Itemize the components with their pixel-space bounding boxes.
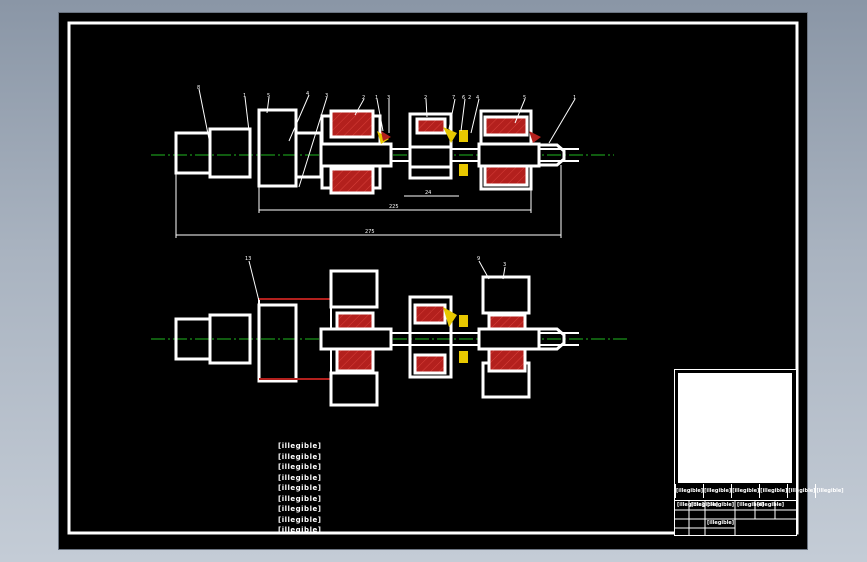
note-line: [illegible] bbox=[278, 442, 322, 450]
title-block-header: [illegible] [illegible] [illegible] [ill… bbox=[675, 484, 844, 498]
gear-right-upper bbox=[483, 115, 529, 137]
callout: 3 bbox=[387, 95, 390, 101]
dimension-label: 225 bbox=[389, 204, 399, 210]
callouts-bottom: 13 9 3 bbox=[245, 256, 506, 268]
callout: 4 bbox=[476, 95, 479, 101]
gear-left-upper bbox=[329, 109, 375, 139]
callout: 5 bbox=[267, 93, 270, 99]
header-cell: [illegible] bbox=[675, 484, 703, 498]
top-view bbox=[151, 88, 614, 238]
title-cell: [illegible] bbox=[757, 502, 785, 508]
callout: 4 bbox=[306, 91, 309, 97]
header-cell: [illegible] bbox=[731, 484, 759, 498]
callout: 1 bbox=[375, 95, 378, 101]
callout: 2 bbox=[362, 95, 365, 101]
shaft-step bbox=[208, 127, 252, 179]
title-cell: [illegible] bbox=[737, 502, 765, 508]
callout: 1 bbox=[243, 93, 246, 99]
callout: 2 bbox=[468, 95, 471, 101]
callout: 13 bbox=[245, 256, 251, 262]
technical-notes: [illegible] [illegible] [illegible] [ill… bbox=[278, 441, 488, 536]
shaft-end-right-2 bbox=[539, 327, 566, 351]
gear-left-bore bbox=[319, 142, 393, 168]
dimension-label: 24 bbox=[425, 190, 431, 196]
gear-block-left-bottom bbox=[329, 371, 379, 407]
callout: 3 bbox=[503, 262, 506, 268]
callout: 9 bbox=[477, 256, 480, 262]
title-cell: [illegible] bbox=[707, 520, 735, 526]
callout: 3 bbox=[325, 93, 328, 99]
note-line: [illegible] bbox=[278, 473, 322, 482]
callouts-top: 8 1 5 4 3 2 1 3 2 7 6 2 4 5 1 24 225 275 bbox=[197, 85, 576, 235]
note-line: [illegible] bbox=[278, 505, 322, 513]
header-cell: [illegible] bbox=[759, 484, 787, 498]
assembly-drawing: 8 1 5 4 3 2 1 3 2 7 6 2 4 5 1 24 225 275 bbox=[67, 21, 799, 535]
gear-block-left-top bbox=[329, 269, 379, 309]
dimension-label: 275 bbox=[365, 229, 375, 235]
shaft-end-left bbox=[174, 131, 212, 175]
title-cell: [illegible] bbox=[691, 502, 719, 508]
shaft-end-right bbox=[539, 143, 566, 167]
gear-block-right-top bbox=[481, 275, 531, 315]
note-line: [illegible] bbox=[278, 463, 322, 471]
callout: 6 bbox=[462, 95, 465, 101]
bottom-view bbox=[151, 260, 629, 407]
inner-border bbox=[67, 21, 799, 535]
header-cell: [illegible] bbox=[815, 484, 844, 498]
parts-list-area bbox=[678, 373, 792, 483]
header-cell: [illegible] bbox=[787, 484, 815, 498]
note-line: [illegible] bbox=[278, 526, 322, 534]
title-cell: [illegible] bbox=[677, 502, 705, 508]
bearing-bottom bbox=[459, 164, 468, 176]
note-line: [illegible] bbox=[278, 484, 322, 492]
coupling-housing-2 bbox=[257, 303, 298, 383]
gear-left-lower bbox=[329, 167, 375, 195]
bearing-top bbox=[459, 130, 468, 142]
title-block-grid: [illegible] [illegible] [illegible] [ill… bbox=[675, 500, 796, 536]
title-block: [illegible] [illegible] [illegible] [ill… bbox=[674, 369, 844, 536]
note-line: [illegible] bbox=[278, 452, 322, 461]
callout: 5 bbox=[523, 95, 526, 101]
callout: 2 bbox=[424, 95, 427, 101]
header-cell: [illegible] bbox=[703, 484, 731, 498]
gear-middle-2 bbox=[408, 295, 453, 379]
drawing-sheet: 8 1 5 4 3 2 1 3 2 7 6 2 4 5 1 24 225 275 bbox=[58, 12, 844, 550]
title-cell: [illegible] bbox=[707, 502, 735, 508]
callout: 1 bbox=[573, 95, 576, 101]
coupling-housing bbox=[257, 108, 298, 188]
note-line: [illegible] bbox=[278, 494, 322, 503]
callout: 7 bbox=[452, 95, 455, 101]
callout: 8 bbox=[197, 85, 200, 91]
note-line: [illegible] bbox=[278, 515, 322, 524]
shaft-step-2 bbox=[208, 313, 252, 365]
